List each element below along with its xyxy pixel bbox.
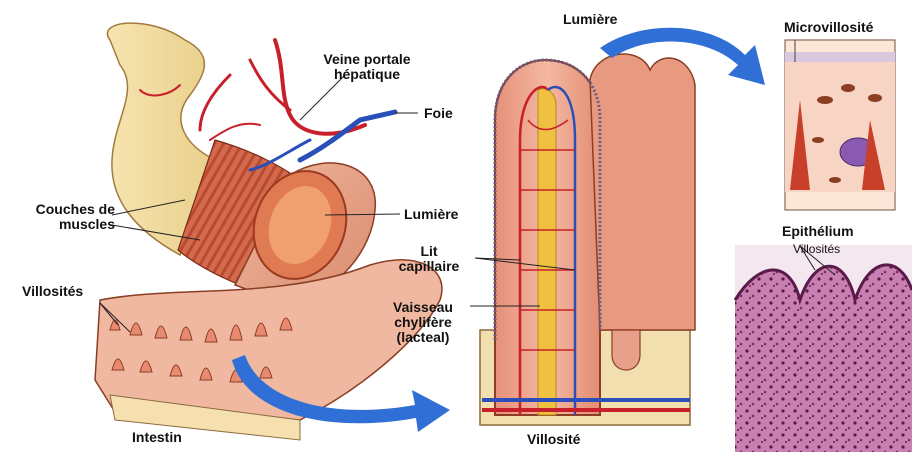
villus-drawing bbox=[480, 54, 695, 425]
villus-neighbor bbox=[590, 54, 695, 330]
intestine-drawing bbox=[95, 23, 442, 440]
label-portal-vein: Veine portale hépatique bbox=[312, 52, 422, 82]
label-liver: Foie bbox=[424, 106, 453, 121]
label-villi-intestine: Villosités bbox=[22, 284, 83, 299]
label-villus: Villosité bbox=[527, 432, 580, 447]
microvilli-cell bbox=[785, 40, 895, 210]
epithelium-micrograph bbox=[735, 245, 912, 452]
label-lacteal: Vaisseau chylifère (lacteal) bbox=[374, 300, 472, 345]
label-lumen-villus: Lumière bbox=[563, 12, 617, 27]
label-villi-micrograph: Villosités bbox=[793, 242, 840, 257]
lacteal bbox=[538, 89, 556, 415]
label-microvilli: Microvillosité bbox=[784, 20, 873, 35]
label-lumen-intestine: Lumière bbox=[404, 207, 458, 222]
label-intestine: Intestin bbox=[132, 430, 182, 445]
label-epithelium: Epithélium bbox=[782, 224, 854, 239]
label-muscle-layers: Couches de muscles bbox=[5, 202, 115, 232]
label-capillary-bed: Lit capillaire bbox=[384, 244, 474, 274]
